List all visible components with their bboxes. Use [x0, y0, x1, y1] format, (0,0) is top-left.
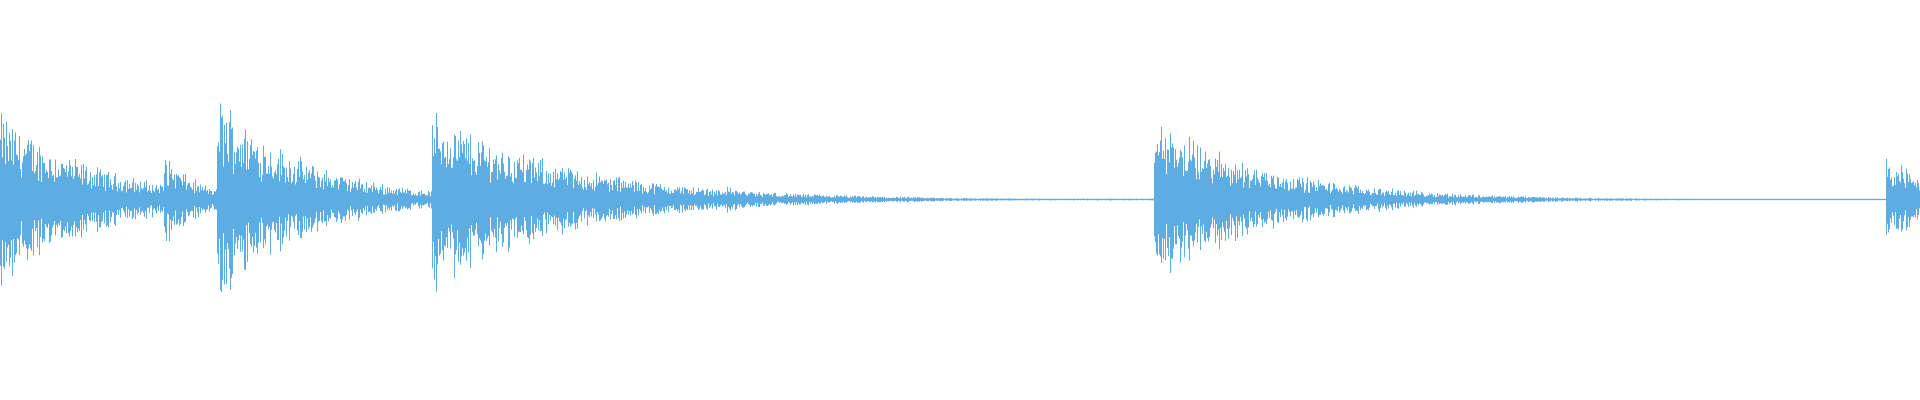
waveform-amplitude-bars	[0, 103, 1920, 293]
